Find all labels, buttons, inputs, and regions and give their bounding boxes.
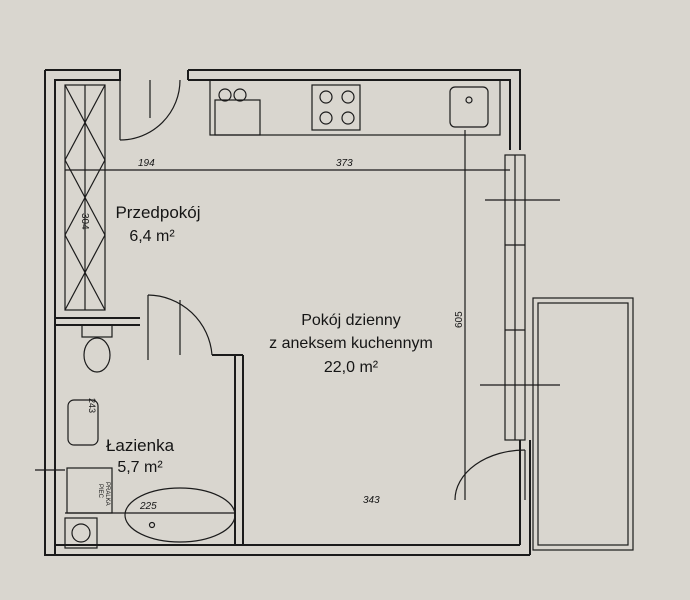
- cooktop: [311, 84, 361, 131]
- living-name-line1: Pokój dzienny: [301, 312, 401, 329]
- living-area: 22,0 m²: [324, 359, 379, 376]
- bath-area: 5,7 m²: [117, 459, 163, 476]
- dim-343: 343: [363, 495, 380, 506]
- furnace: [64, 517, 98, 549]
- entrance-door: [119, 79, 181, 141]
- dim-225: 225: [139, 501, 157, 512]
- dim-304: 304: [79, 213, 90, 230]
- bathroom-fixtures: [64, 324, 236, 549]
- kitchen-counter: [209, 79, 501, 136]
- dim-373: 373: [336, 158, 353, 169]
- hall-name: Przedpokój: [115, 203, 200, 222]
- living-name-line2: z aneksem kuchennym: [269, 335, 433, 352]
- washer-label: PRALKA: [104, 482, 110, 506]
- dim-194: 194: [138, 158, 155, 169]
- wardrobe: [64, 84, 106, 311]
- kitchen-sink: [449, 86, 489, 128]
- bathtub: [124, 487, 236, 543]
- toilet: [83, 337, 111, 373]
- dim-243: 243: [87, 398, 97, 413]
- window-right: [480, 154, 560, 441]
- balcony: [532, 297, 634, 551]
- dim-605: 605: [454, 311, 465, 328]
- furnace-label: PIEC: [97, 484, 103, 499]
- hall-area: 6,4 m²: [129, 228, 175, 245]
- bath-name: Łazienka: [106, 436, 175, 455]
- balcony-door: [454, 449, 526, 501]
- bathroom-door: [147, 294, 213, 360]
- bathroom-sink: [67, 399, 99, 446]
